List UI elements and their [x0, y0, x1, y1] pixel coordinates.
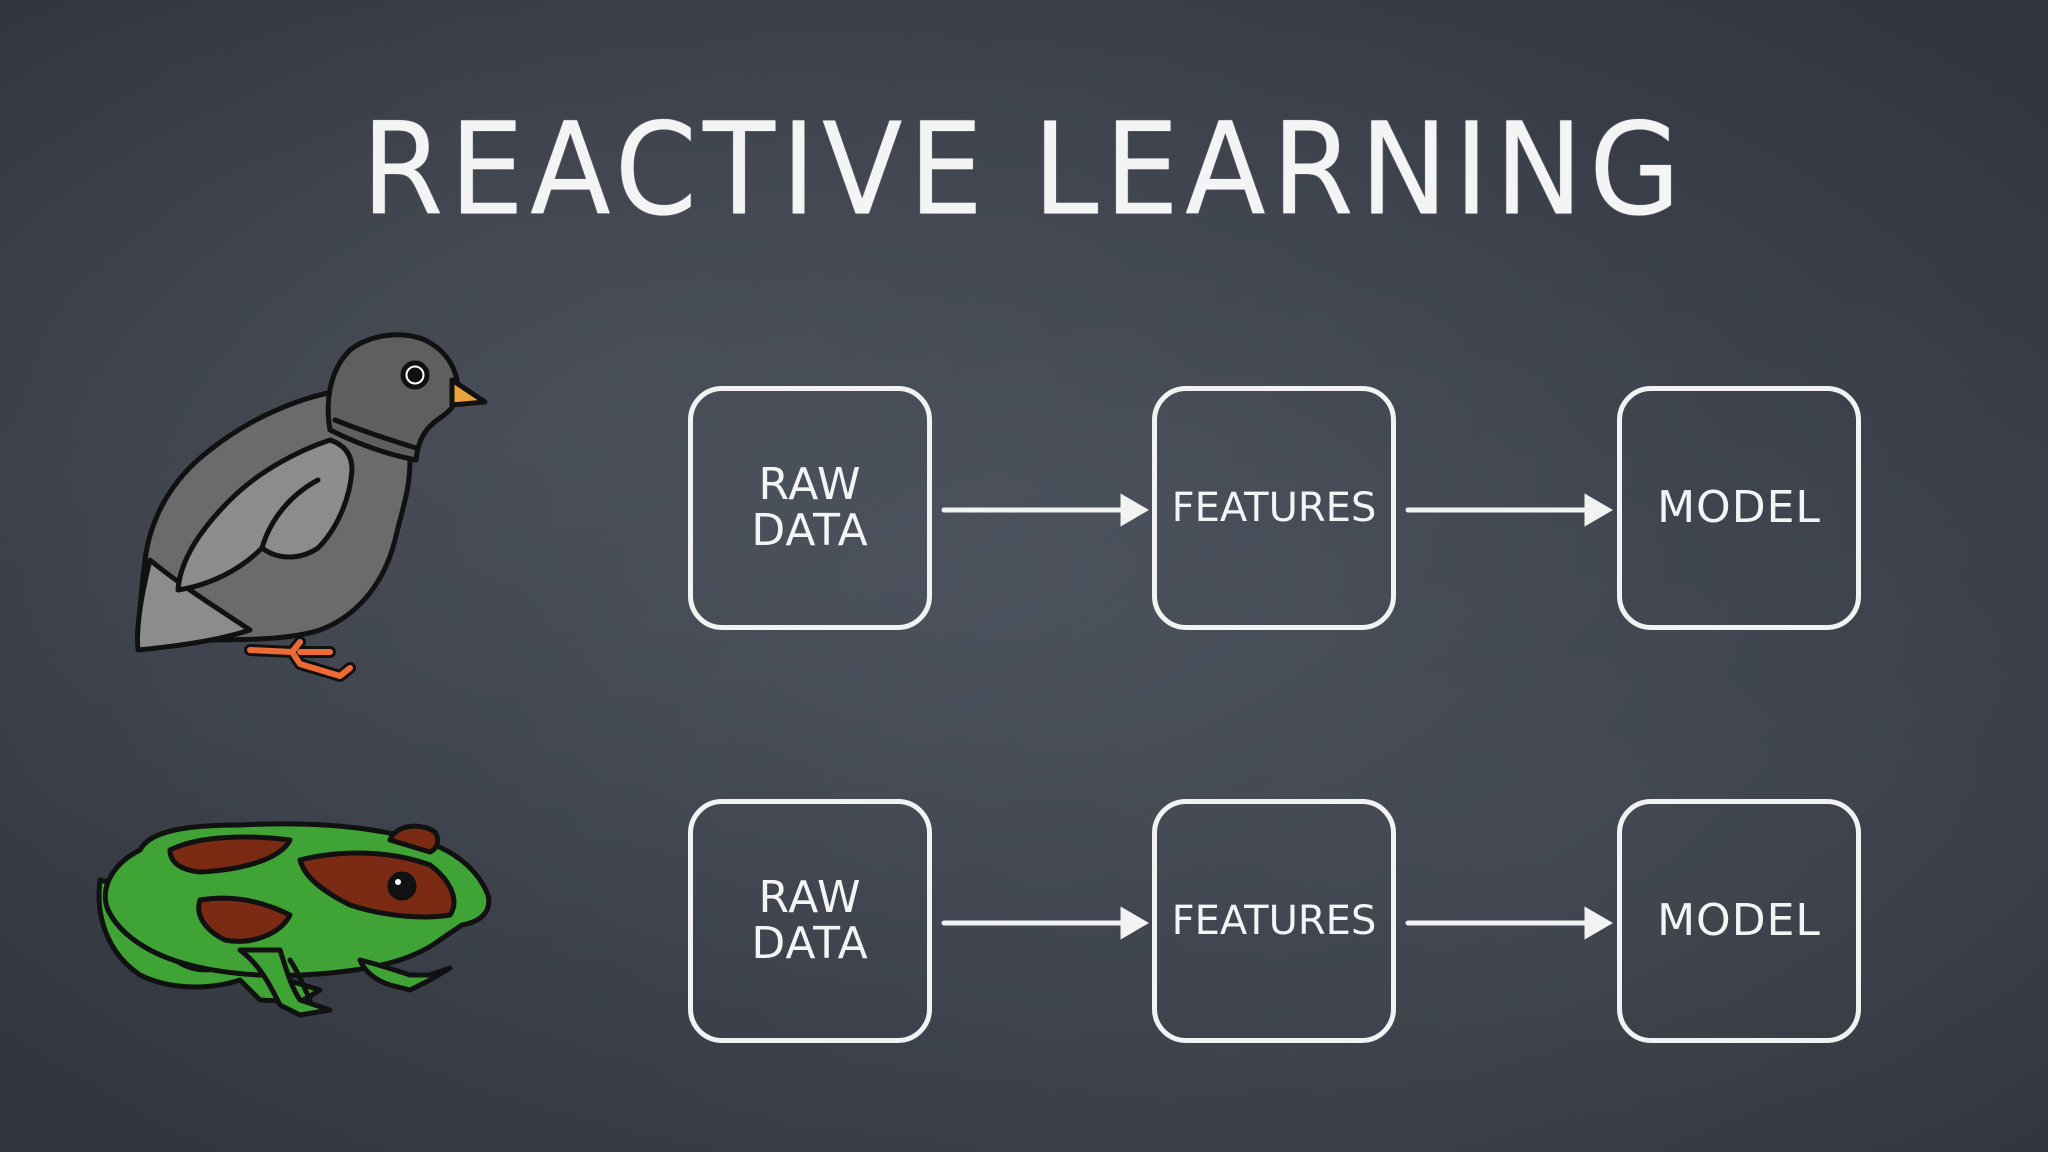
arrow-right-icon	[1405, 906, 1613, 940]
model-node: MODEL	[1617, 386, 1861, 630]
model-node: MODEL	[1617, 799, 1861, 1043]
raw-data-node: RAW DATA	[688, 799, 932, 1043]
features-node: FEATURES	[1152, 386, 1396, 630]
features-node: FEATURES	[1152, 799, 1396, 1043]
node-label: FEATURES	[1171, 485, 1377, 531]
arrow-right-icon	[941, 493, 1149, 527]
node-label: FEATURES	[1171, 898, 1377, 944]
node-label: MODEL	[1657, 895, 1821, 946]
node-label: MODEL	[1657, 482, 1821, 533]
arrow-right-icon	[1405, 493, 1613, 527]
frog-icon	[96, 821, 492, 1018]
pigeon-icon	[135, 332, 488, 682]
node-label: RAW DATA	[751, 459, 869, 556]
node-label: RAW DATA	[751, 872, 869, 969]
raw-data-node: RAW DATA	[688, 386, 932, 630]
arrow-right-icon	[941, 906, 1149, 940]
slide-title: REACTIVE LEARNING	[361, 94, 1687, 244]
